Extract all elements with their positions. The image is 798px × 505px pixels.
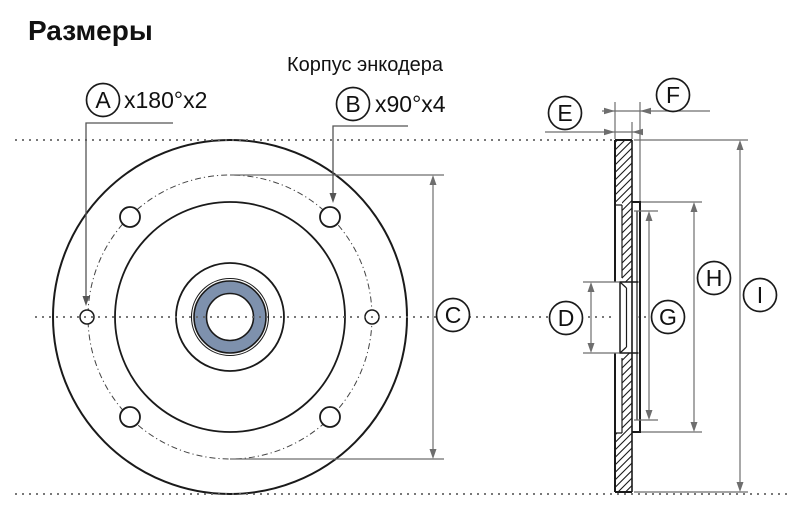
dim-e-arrows — [604, 128, 643, 136]
bore-outline — [619, 281, 639, 354]
callout-g-circle — [650, 299, 686, 335]
hatch-top — [615, 140, 632, 202]
bearing-ring — [194, 281, 266, 353]
groove-edges — [616, 204, 623, 434]
leader-b-arrow — [329, 193, 337, 203]
leader-a-arrow — [82, 296, 90, 306]
mount-hole-top-left — [119, 206, 141, 228]
dim-f-arrows — [604, 107, 651, 115]
dim-g-extensions — [634, 210, 658, 421]
callout-e-letter: E — [557, 100, 572, 126]
callout-a-note: x180°x2 — [124, 87, 207, 113]
center-bore — [620, 282, 639, 353]
small-hole-left — [79, 309, 95, 325]
mount-hole-top-right — [319, 206, 341, 228]
drawing-subtitle: Корпус энкодера — [287, 54, 444, 76]
callout-f-letter: F — [666, 82, 680, 108]
front-face-groove — [616, 205, 622, 433]
dim-e-extensions — [614, 102, 633, 139]
dim-i-extensions — [634, 139, 748, 493]
dim-c-extensions — [230, 174, 444, 460]
leader-b — [332, 125, 408, 197]
page-title: Размеры — [28, 15, 153, 46]
callout-g-letter: G — [659, 304, 677, 330]
callout-b-note: x90°x4 — [375, 91, 446, 117]
bore-chamfer-detail — [619, 281, 628, 354]
leader-a — [85, 122, 173, 300]
callout-h-circle — [696, 260, 732, 296]
callout-d-letter: D — [558, 305, 575, 331]
callout-c-circle — [435, 297, 471, 333]
callout-f-circle — [655, 77, 691, 113]
callout-b-letter: B — [345, 91, 360, 117]
callout-d-circle — [548, 300, 584, 336]
callout-c-letter: C — [445, 302, 462, 328]
dimension-lines — [82, 102, 748, 493]
callout-i-letter: I — [757, 282, 763, 308]
hatch-bottom — [615, 433, 632, 492]
dim-h-extensions — [641, 201, 702, 433]
callout-balloons: A x180°x2 B x90°x4 C D E F G H I — [85, 77, 778, 336]
boss-circle — [114, 201, 346, 433]
callout-b-circle — [335, 86, 371, 122]
callout-h-letter: H — [706, 265, 723, 291]
callout-e-circle — [547, 95, 583, 131]
callout-i-circle — [742, 277, 778, 313]
side-view-section — [614, 139, 641, 493]
callout-a-circle — [85, 82, 121, 118]
dim-d-extensions — [583, 281, 619, 354]
section-profile — [614, 139, 641, 493]
callout-a-letter: A — [95, 87, 111, 113]
mount-hole-bottom-right — [319, 406, 341, 428]
mount-hole-bottom-left — [119, 406, 141, 428]
construction-lines — [15, 139, 788, 495]
hub-step-circle — [190, 277, 270, 357]
